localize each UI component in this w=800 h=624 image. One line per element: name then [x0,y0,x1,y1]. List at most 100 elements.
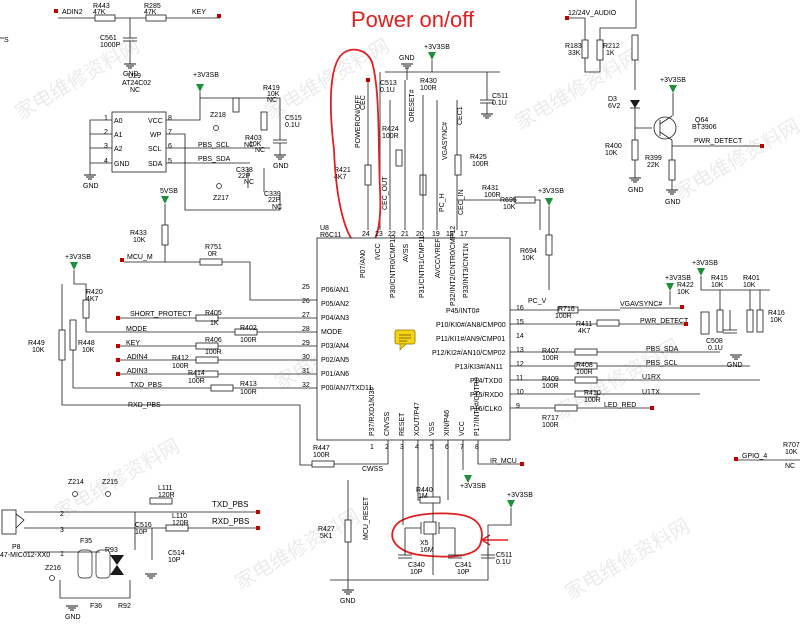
svg-text:ADIN3: ADIN3 [127,368,148,375]
svg-text:POWERON/OFF: POWERON/OFF [355,95,362,148]
connector-section: P8 47-MIC012-XX0 2 3 1 Z214 Z215 Z216 L1… [0,479,260,621]
svg-text:10K: 10K [82,347,95,354]
svg-text:R411: R411 [576,321,592,328]
svg-text:P30/CNTR0/CMP10: P30/CNTR0/CMP10 [390,235,397,298]
svg-text:Z218: Z218 [210,112,226,119]
svg-text:GND: GND [114,161,130,168]
svg-text:R415: R415 [711,275,728,282]
svg-text:P11/KI1#/AN9/CMP01: P11/KI1#/AN9/CMP01 [436,336,505,343]
svg-text:AVCC/VREF: AVCC/VREF [435,238,442,278]
svg-text:TXD_PBS: TXD_PBS [212,500,248,509]
svg-text:10P: 10P [135,529,148,536]
svg-text:22P: 22P [268,197,281,204]
svg-text:C508: C508 [706,338,723,345]
svg-text:IVCC: IVCC [375,243,382,260]
svg-text:10K: 10K [522,255,535,262]
svg-text:10K: 10K [785,449,798,456]
svg-text:R410: R410 [584,390,601,397]
note-icon[interactable] [394,329,416,351]
svg-text:10K: 10K [711,282,724,289]
svg-text:+3V3SB: +3V3SB [460,483,486,490]
svg-text:GND: GND [727,362,743,369]
svg-text:R6C11: R6C11 [320,232,341,239]
svg-text:SCL: SCL [148,146,162,153]
svg-text:XIN/P46: XIN/P46 [444,410,451,436]
svg-text:10K: 10K [605,150,618,157]
svg-text:47K: 47K [93,9,106,16]
svg-text:R285: R285 [144,3,161,10]
svg-text:R419: R419 [263,85,280,92]
svg-text:U8: U8 [320,225,329,232]
svg-text:100R: 100R [555,313,572,320]
svg-text:2: 2 [385,444,389,451]
svg-text:AVSS: AVSS [403,244,410,262]
svg-text:TXD_PBS: TXD_PBS [130,382,162,389]
svg-text:R449: R449 [28,340,45,347]
svg-text:PWR_DETECT: PWR_DETECT [694,138,743,145]
svg-text:10K: 10K [267,91,280,98]
svg-text:MCU_M: MCU_M [127,254,153,261]
svg-text:+3V3SB: +3V3SB [65,254,91,261]
svg-text:100R: 100R [472,161,489,168]
chip-right-pins: P45/INT0# 16 P10/KI0#/AN8/CMP00 15 P11/K… [432,305,524,413]
svg-text:2: 2 [104,129,108,136]
svg-text:R431: R431 [482,185,499,192]
svg-text:家电维修资料网: 家电维修资料网 [561,514,694,604]
svg-text:GND: GND [340,598,356,605]
svg-text:27: 27 [302,312,310,319]
svg-text:12: 12 [516,361,524,368]
svg-text:R412: R412 [172,355,189,362]
svg-text:19: 19 [432,231,440,238]
svg-text:VGASYNC#: VGASYNC# [442,122,449,160]
svg-text:6: 6 [445,444,449,451]
svg-text:MODE: MODE [321,329,342,336]
svg-text:11: 11 [516,375,523,382]
svg-text:C341: C341 [455,562,472,569]
svg-text:R695: R695 [500,197,517,204]
svg-text:R751: R751 [205,244,222,251]
svg-text:1: 1 [104,115,108,122]
svg-text:100R: 100R [484,192,501,199]
svg-text:P13/KI3#/AN11: P13/KI3#/AN11 [455,364,503,371]
svg-text:R407: R407 [542,348,559,355]
svg-text:R414: R414 [188,370,205,377]
edge-label-s: S [4,37,9,44]
svg-text:R421: R421 [334,167,351,174]
svg-text:R92: R92 [118,603,131,610]
svg-text:4K7: 4K7 [86,296,99,303]
svg-text:RXD_PBS: RXD_PBS [128,402,161,409]
svg-text:0R: 0R [208,251,217,258]
svg-text:WP: WP [150,132,162,139]
svg-text:Z214: Z214 [68,479,84,486]
svg-text:10K: 10K [249,141,262,148]
svg-text:PC_H: PC_H [439,193,446,212]
svg-text:16M: 16M [420,547,434,554]
svg-text:R406: R406 [205,337,222,344]
chip-bottom-pins: P37/RXD1/KI3# 1 CNVSS 2 RESET 3 XOUT/P47… [369,377,481,451]
svg-text:Z217: Z217 [213,195,229,202]
svg-text:GND: GND [273,163,289,170]
svg-text:R408: R408 [576,362,593,369]
svg-text:家电维修资料网: 家电维修资料网 [231,504,364,594]
svg-text:C338: C338 [236,167,253,174]
svg-text:R401: R401 [743,275,760,282]
svg-text:P37/RXD1/KI3#: P37/RXD1/KI3# [369,386,376,436]
svg-text:GND: GND [399,55,415,62]
svg-text:100R: 100R [205,349,222,356]
svg-text:R425: R425 [470,154,487,161]
power-annotation: Power on/off [329,7,508,558]
adin2-label: ADIN2 [62,9,83,16]
svg-text:R447: R447 [313,445,330,452]
svg-text:P15/RXD0: P15/RXD0 [470,392,503,399]
svg-text:+3V3SB: +3V3SB [538,188,564,195]
chip-left-pins: P06/AN1 25 P05/AN2 26 P04/AN3 27 MODE 28… [302,284,372,392]
svg-text:P45/INT0#: P45/INT0# [446,308,480,315]
svg-text:100R: 100R [584,397,601,404]
svg-text:1: 1 [370,444,374,451]
svg-text:9: 9 [516,403,520,410]
svg-text:R427: R427 [318,526,335,533]
svg-text:17: 17 [460,231,468,238]
svg-text:A2: A2 [114,146,123,153]
svg-text:R212: R212 [603,43,620,50]
svg-text:30: 30 [302,354,310,361]
